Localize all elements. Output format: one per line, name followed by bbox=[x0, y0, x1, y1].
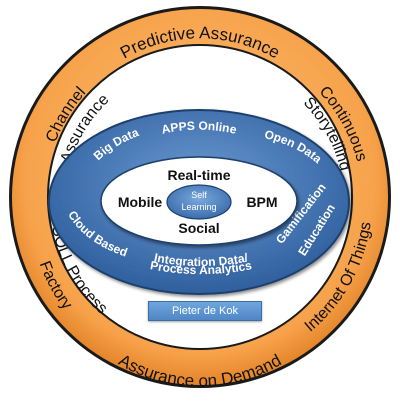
author-caption: Pieter de Kok bbox=[148, 301, 262, 321]
core-ellipse bbox=[166, 184, 232, 220]
label-social: Social bbox=[178, 220, 219, 236]
label-bpm: BPM bbox=[246, 194, 277, 210]
core-line-2: Learning bbox=[181, 202, 216, 212]
label-process-analytics: Process Analytics bbox=[149, 258, 253, 277]
label-apps-online: APPS Online bbox=[160, 119, 238, 137]
label-mobile: Mobile bbox=[118, 194, 163, 210]
label-integration-data: Integration Data/ bbox=[153, 250, 250, 269]
core-line-1: Self bbox=[191, 190, 207, 200]
label-real-time: Real-time bbox=[167, 167, 230, 183]
